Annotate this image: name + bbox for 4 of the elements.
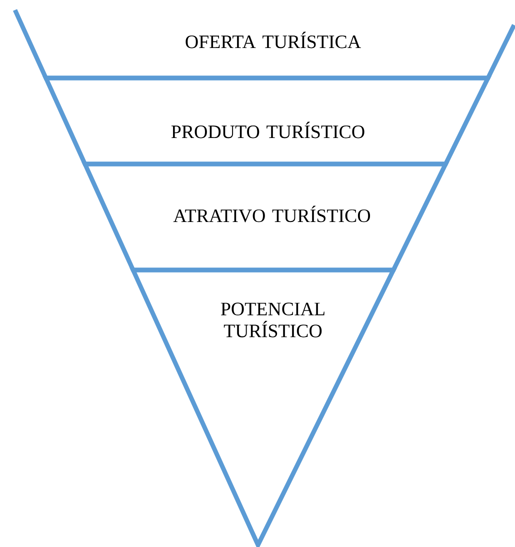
band-label: OFERTA TURÍSTICA xyxy=(186,32,361,48)
band-label: ATRATIVO TURÍSTICO xyxy=(173,206,370,222)
band-label: PRODUTO TURÍSTICO xyxy=(171,122,364,138)
band-label: POTENCIAL TURÍSTICO xyxy=(220,302,324,338)
